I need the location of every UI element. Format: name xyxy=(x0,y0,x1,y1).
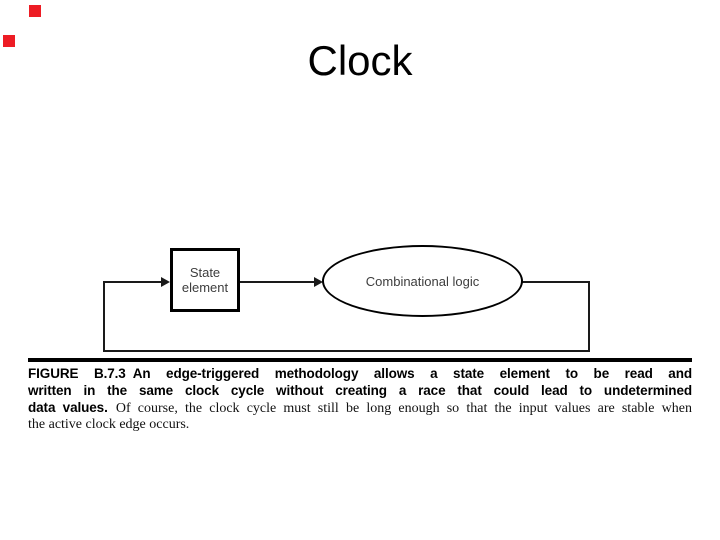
figure-number-label: FIGURE B.7.3 xyxy=(28,366,126,381)
feedback-loop-bottom-line xyxy=(103,350,590,352)
caption-line-3: data values. Of course, the clock cycle … xyxy=(28,399,692,416)
combinational-logic-ellipse: Combinational logic xyxy=(322,245,523,317)
box-to-ellipse-arrow-line xyxy=(240,281,315,283)
caption-line-2: written in the same clock cycle without … xyxy=(28,383,692,398)
red-square-decoration-left xyxy=(3,35,15,47)
feedback-loop-right-line xyxy=(588,281,590,352)
caption-line-3-text: Of course, the clock cycle must still be… xyxy=(115,401,692,416)
state-element-box: State element xyxy=(170,248,240,312)
arrowhead-into-state-element xyxy=(161,277,170,287)
state-element-label-line1: State xyxy=(189,264,221,280)
red-square-decoration-top xyxy=(29,5,41,17)
arrowhead-into-combinational-logic xyxy=(314,277,323,287)
feedback-loop-left-line xyxy=(103,281,105,352)
caption-divider-rule xyxy=(28,358,692,362)
caption-line-3-bold: data values. xyxy=(28,400,108,415)
caption-line-1: FIGURE B.7.3 An edge-triggered methodolog… xyxy=(28,365,692,382)
slide-title: Clock xyxy=(307,37,413,84)
combinational-logic-label: Combinational logic xyxy=(365,273,480,289)
input-arrow-line xyxy=(104,281,162,283)
caption-line-1-text: An edge-triggered methodology allows a s… xyxy=(132,366,692,381)
ellipse-output-line xyxy=(520,281,590,283)
caption-line-4: the active clock edge occurs. xyxy=(28,417,190,432)
figure-caption: FIGURE B.7.3 An edge-triggered methodolog… xyxy=(28,365,692,433)
state-element-label-line2: element xyxy=(181,280,229,295)
